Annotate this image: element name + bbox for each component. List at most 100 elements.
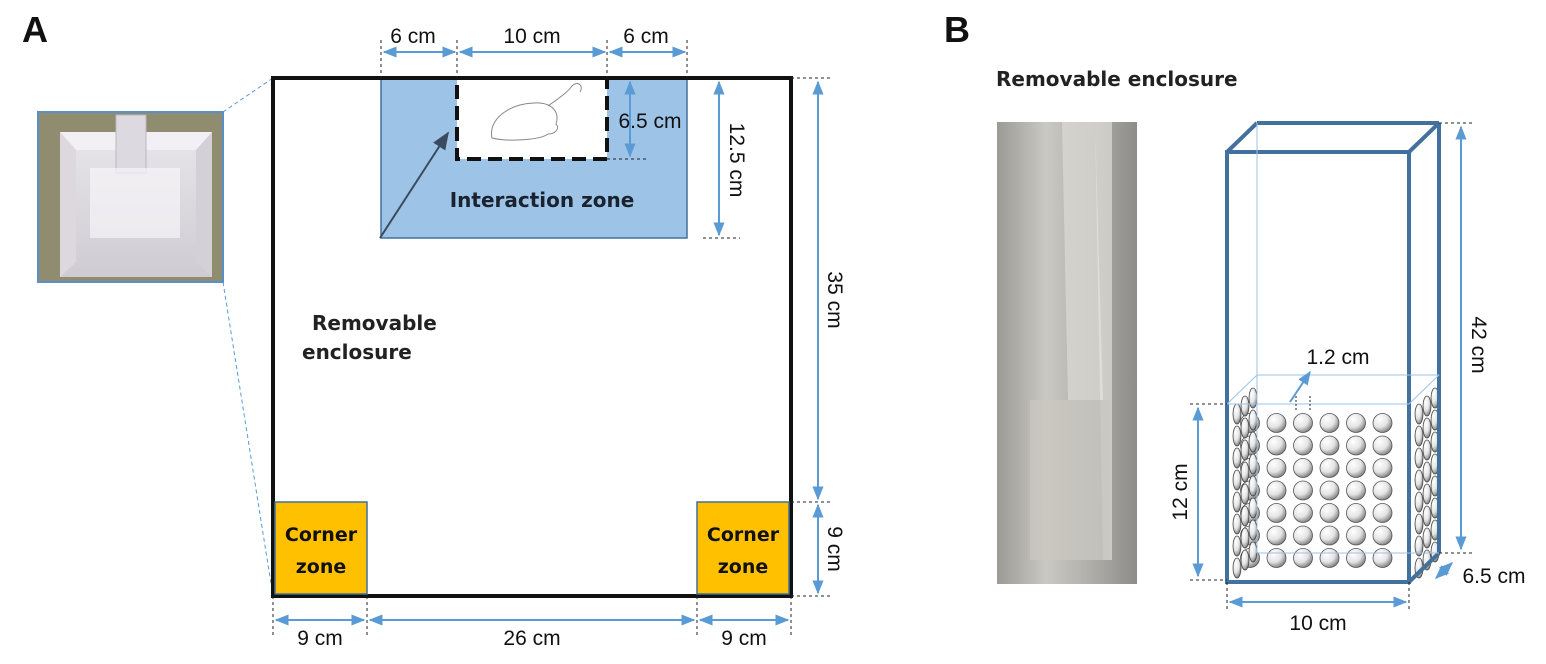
side-hole [1232,403,1242,425]
side-hole [1232,557,1242,579]
dim-bottom-right-label: 9 cm [721,627,767,650]
side-hole [1422,461,1432,483]
side-hole [1240,549,1250,571]
side-hole [1414,403,1424,425]
side-hole [1422,527,1432,549]
front-hole [1293,435,1313,456]
dim-bottom-mid-label: 26 cm [503,627,560,650]
enclosure-label-line1: Removable [312,311,437,335]
side-hole [1232,535,1242,557]
front-hole [1346,435,1366,456]
front-hole [1293,525,1313,546]
enclosure-3d-drawing [1225,121,1441,584]
front-hole [1319,548,1340,568]
front-hole [1372,525,1393,546]
side-hole [1240,483,1250,505]
zoom-line-bottom [222,281,274,597]
dim-top-left-label: 6 cm [390,25,436,48]
side-hole [1232,425,1242,447]
front-hole [1266,458,1287,478]
side-hole [1232,491,1242,513]
dim-bottom-left-label: 9 cm [297,627,343,650]
side-hole [1248,541,1258,563]
side-hole [1232,513,1242,535]
side-hole [1422,439,1432,461]
front-hole [1319,525,1340,546]
side-hole [1248,409,1258,431]
arena-outline [271,76,793,598]
side-hole [1422,395,1432,417]
zoom-line-top [222,77,274,113]
dim-hole-region-label: 12 cm [1169,463,1192,520]
side-hole [1240,527,1250,549]
side-hole [1422,505,1432,527]
front-hole [1319,413,1340,433]
panel-b-letter: B [944,9,970,50]
front-hole [1372,413,1393,433]
front-hole [1266,525,1287,546]
dim-top-right-label: 6 cm [623,25,669,48]
side-hole [1240,439,1250,461]
dim-corner-height-label: 9 cm [823,526,846,572]
removable-enclosure-outline [455,76,609,161]
side-hole [1232,469,1242,491]
top-dimension-ticks [380,40,688,78]
front-hole [1319,503,1340,523]
dim-depth-arrow [1434,562,1454,579]
side-hole [1414,513,1424,535]
dim-hole-arrow [1289,370,1311,403]
front-hole [1372,480,1393,501]
front-hole [1346,503,1366,523]
side-hole [1422,483,1432,505]
side-hole [1414,535,1424,557]
side-hole [1240,461,1250,483]
side-hole [1232,447,1242,469]
front-hole [1319,435,1340,456]
front-hole [1293,480,1313,501]
front-hole [1293,503,1313,523]
side-hole [1414,447,1424,469]
dim-top-mid-label: 10 cm [503,25,560,48]
dim-enclosure-depth-label: 6.5 cm [618,110,681,133]
front-hole [1372,548,1393,568]
corner-zone-right [696,501,790,595]
front-hole [1293,413,1313,433]
front-hole [1319,480,1340,501]
side-hole [1414,469,1424,491]
front-hole [1346,458,1366,478]
corner-zone-right-line1: Corner [707,524,780,546]
front-hole [1266,503,1287,523]
front-hole [1319,458,1340,478]
side-hole [1248,387,1258,409]
side-hole [1240,505,1250,527]
bottom-dimension-ticks [272,596,792,635]
enclosure-label-line2: enclosure [302,340,412,364]
front-hole [1293,548,1313,568]
panel-b-title: Removable enclosure [996,67,1238,91]
front-hole [1266,548,1287,568]
corner-zone-left [274,501,368,595]
front-hole [1346,480,1366,501]
dim-arena-height-label: 35 cm [823,271,846,328]
front-hole [1372,503,1393,523]
front-hole [1293,458,1313,478]
front-hole [1346,548,1366,568]
side-hole [1248,475,1258,497]
side-hole [1248,519,1258,541]
dim-depth-label: 6.5 cm [1462,565,1525,588]
panel-a-letter: A [22,9,48,50]
side-hole [1248,431,1258,453]
dim-width-label: 10 cm [1289,612,1346,635]
front-hole [1346,525,1366,546]
dim-height-label: 42 cm [1467,316,1490,373]
enclosure-photo [997,122,1137,584]
front-hole [1372,435,1393,456]
front-hole [1266,480,1287,501]
dim-hole-label: 1.2 cm [1306,346,1369,369]
side-hole [1240,417,1250,439]
mouse-sketch [491,83,582,141]
side-hole [1248,497,1258,519]
corner-zone-left-line1: Corner [285,524,358,546]
side-hole [1248,453,1258,475]
enclosure-pointer-arrow [379,131,449,239]
